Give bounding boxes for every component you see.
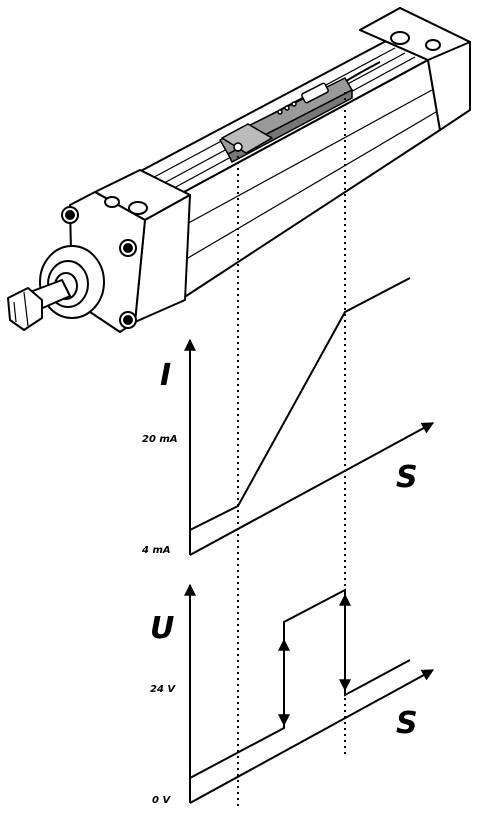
pneumatic-cylinder [7,7,471,333]
current-tick-4ma: 4 mA [141,545,171,556]
sensor-led [284,105,290,111]
cap-screw [123,315,133,325]
sensor-led [277,109,283,115]
current-s-axis-label: S [396,460,418,495]
position-sensor [219,61,381,163]
rear-port-hole [390,31,410,45]
voltage-output-curve [189,588,411,779]
current-s-axis [189,422,435,556]
front-port-hole [128,201,148,215]
voltage-s-axis [189,669,435,804]
current-tick-20ma: 20 mA [142,434,178,445]
cap-screw [65,210,75,220]
sensor-display [301,82,329,104]
barrel-groove [175,111,437,266]
rear-port-hole [425,39,441,51]
voltage-tick-0v: 0 V [152,795,171,806]
rear-end-cap-top [359,7,471,61]
sensor-screw [233,142,243,152]
front-port-hole [104,196,120,208]
sensor-led [291,101,297,107]
voltage-output-plot [184,583,435,804]
voltage-s-axis-label: S [396,706,418,741]
cap-screw [123,243,133,253]
rod-nut-edge [23,291,29,327]
current-output-plot [184,277,435,556]
rod-nut-edge [13,301,17,323]
voltage-tick-24v: 24 V [150,684,176,695]
current-axis-label: I [160,358,171,393]
rod-nut [7,287,43,331]
current-output-curve [189,277,411,531]
barrel-groove [171,89,433,233]
voltage-axis-label: U [150,611,174,646]
